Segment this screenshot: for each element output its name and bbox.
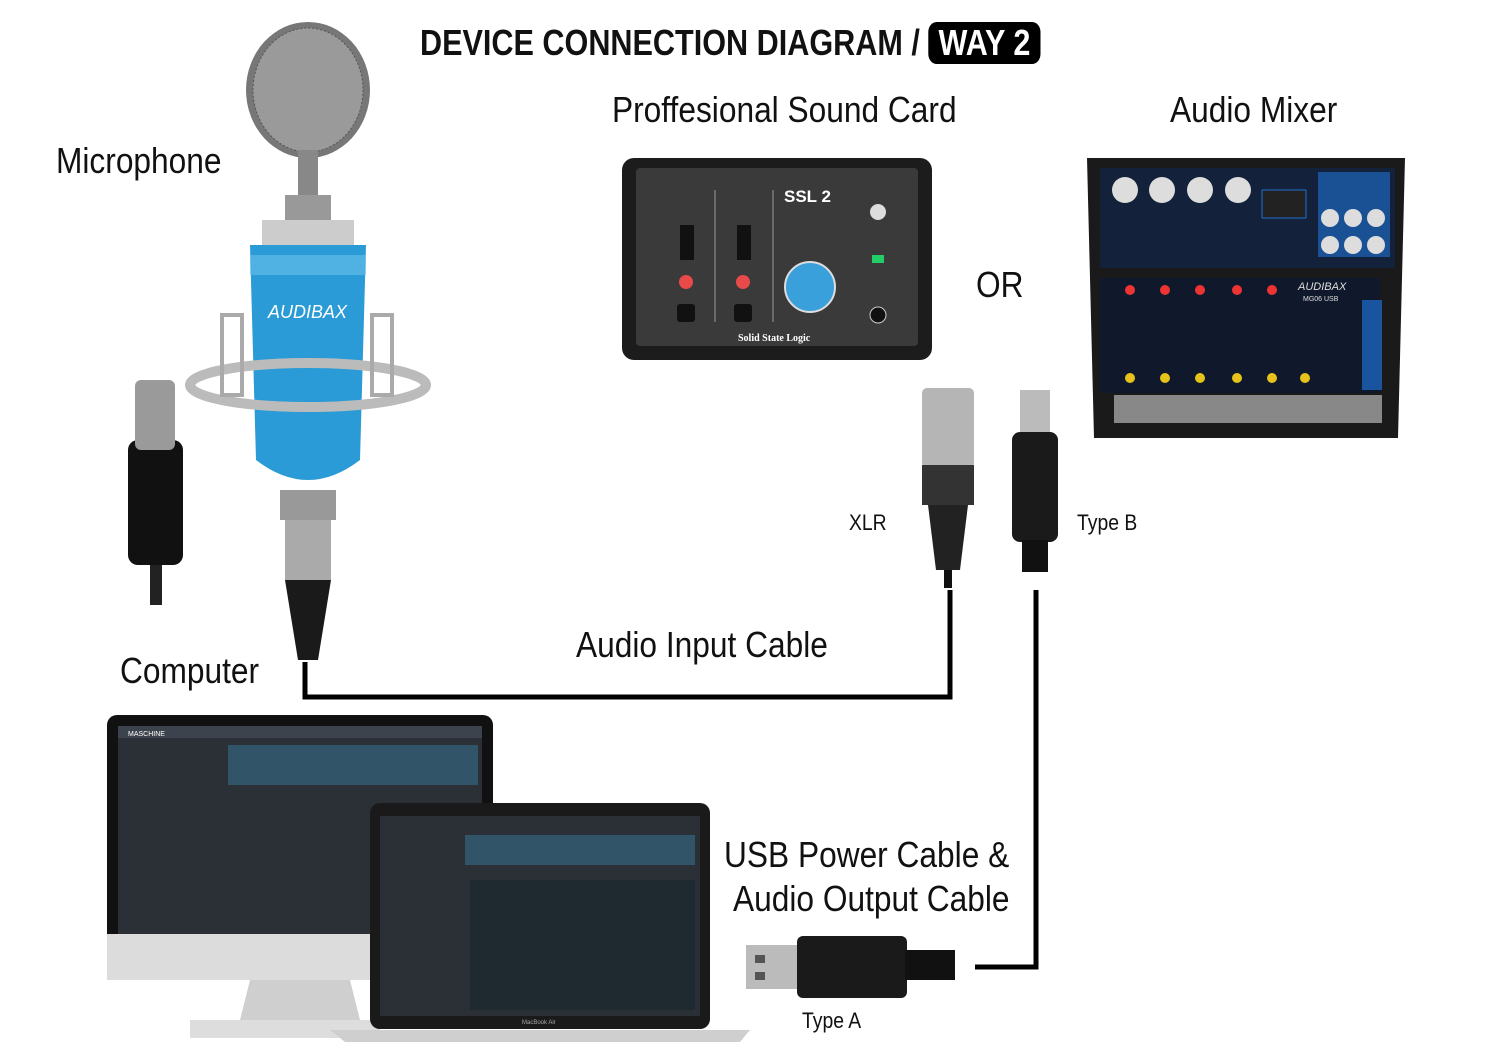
type-b-label: Type B [1077,510,1138,535]
software-logo: MASCHINE [128,731,165,738]
sound-card-label: Proffesional Sound Card [612,89,957,130]
type-b-connector-image [1012,390,1058,572]
sound-card-image: SSL 2 Solid State Logic [622,158,932,360]
way-badge: WAY 2 [928,22,1041,64]
xlr-connector-image [922,388,974,588]
xlr-label: XLR [849,510,887,535]
audio-input-cable [302,590,953,700]
title-text: DEVICE CONNECTION DIAGRAM / [420,22,920,63]
mixer-brand-logo: AUDIBAX [1297,281,1347,293]
sound-card-model-logo: SSL 2 [784,187,831,206]
usb-cable-label-line1: USB Power Cable & [724,834,1010,875]
type-a-label: Type A [802,1008,862,1033]
type-a-connector-image [746,936,955,998]
sound-card-brand-logo: Solid State Logic [738,333,811,344]
mixer-model-logo: MG06 USB [1303,296,1339,303]
or-label: OR [976,264,1024,305]
usb-cable [975,590,1039,970]
microphone-label: Microphone [56,140,222,181]
usb-cable-label-line2: Audio Output Cable [733,878,1010,919]
audio-mixer-image: AUDIBAX MG06 USB [1087,158,1405,438]
audio-input-cable-label: Audio Input Cable [576,624,828,665]
audio-mixer-label: Audio Mixer [1170,89,1338,130]
page-title: DEVICE CONNECTION DIAGRAM / WAY 2 [420,22,1041,64]
mic-brand-logo: AUDIBAX [267,302,348,322]
laptop-model-logo: MacBook Air [522,1020,556,1026]
laptop-computer-image: MacBook Air [330,803,750,1042]
computer-label: Computer [120,650,260,691]
microphone-image: AUDIBAX [128,22,431,660]
